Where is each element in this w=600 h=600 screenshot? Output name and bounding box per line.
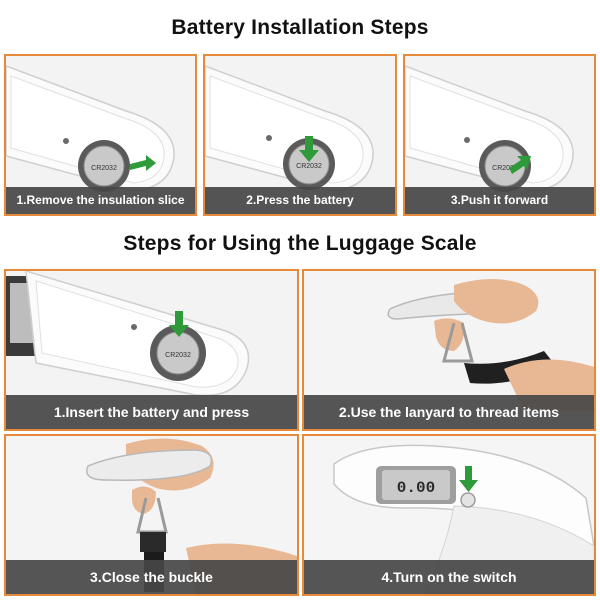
green-arrow-icon [169, 311, 189, 337]
lcd-display-icon: 0.00 [376, 466, 456, 504]
lcd-reading: 0.00 [397, 479, 435, 497]
battery-step-3-panel: CR2032 3.Push it forward [403, 54, 596, 216]
battery-step-1-panel: CR2032 1.Remove the insulation slice [4, 54, 197, 216]
usage-step-1-panel: CR2032 1.Insert the battery and press [4, 269, 299, 431]
usage-steps-heading: Steps for Using the Luggage Scale [123, 232, 477, 255]
usage-step-2-panel: 2.Use the lanyard to thread items [302, 269, 596, 431]
svg-text:CR2032: CR2032 [165, 352, 191, 359]
green-arrow-icon [299, 136, 319, 162]
svg-text:CR2032: CR2032 [91, 165, 117, 172]
battery-installation-heading: Battery Installation Steps [171, 16, 429, 39]
battery-step-2-caption: 2.Press the battery [205, 187, 395, 214]
svg-text:CR2032: CR2032 [296, 163, 322, 170]
usage-step-2-caption: 2.Use the lanyard to thread items [304, 395, 594, 429]
usage-step-4-caption: 4.Turn on the switch [304, 560, 594, 594]
scale-icon [86, 449, 213, 481]
svg-text:CR2032: CR2032 [492, 165, 518, 172]
hand-icon [434, 279, 539, 351]
battery-icon: CR2032 [283, 138, 335, 190]
battery-icon: CR2032 [78, 140, 130, 192]
battery-step-3-caption: 3.Push it forward [405, 187, 594, 214]
usage-step-1-caption: 1.Insert the battery and press [6, 395, 297, 429]
battery-icon: CR2032 [479, 140, 531, 192]
green-arrow-icon [509, 156, 531, 174]
scale-battery-image: CR2032 [405, 56, 594, 214]
battery-icon: CR2032 [150, 325, 206, 381]
scale-insert-battery-image: CR2032 [6, 271, 297, 429]
usage-step-3-panel: 3.Close the buckle [4, 434, 299, 596]
battery-step-1-caption: 1.Remove the insulation slice [6, 187, 195, 214]
green-arrow-icon [130, 155, 156, 171]
usage-step-3-caption: 3.Close the buckle [6, 560, 297, 594]
green-arrow-icon [459, 466, 478, 492]
usage-step-4-panel: 0.00 4.Turn on the switch [302, 434, 596, 596]
battery-step-2-panel: CR2032 2.Press the battery [203, 54, 397, 216]
